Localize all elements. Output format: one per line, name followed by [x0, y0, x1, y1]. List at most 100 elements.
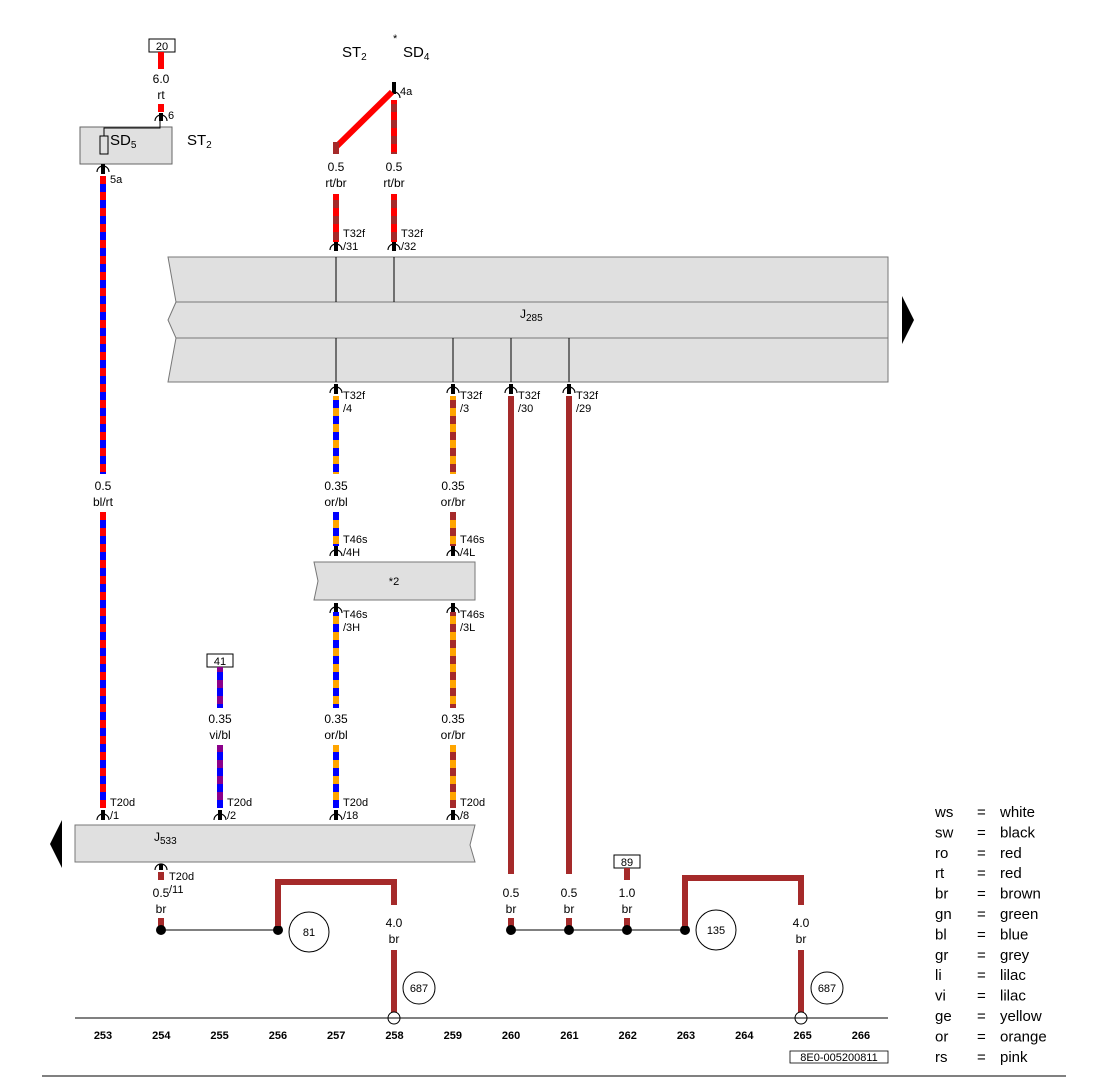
ground-135-circle	[695, 909, 737, 951]
legend-abbr: ro	[935, 845, 948, 862]
legend-name: lilac	[1000, 988, 1026, 1005]
wire-vibl-color: vi/bl	[209, 728, 230, 742]
connector-t32f-3	[446, 384, 460, 394]
pin-t20d-1b: /1	[110, 810, 119, 822]
ground-81-circle	[288, 911, 330, 953]
legend-abbr: ge	[935, 1008, 952, 1025]
wire-br260-color: br	[506, 902, 517, 916]
splice-262	[622, 925, 632, 935]
legend-name: black	[1000, 824, 1036, 841]
pin-t32f-4a: T32f	[343, 390, 366, 402]
axis-label: 266	[852, 1030, 870, 1042]
legend-equals: =	[977, 926, 986, 943]
wire-br-loop-81	[275, 879, 397, 926]
pin-t32f-31a: T32f	[343, 228, 366, 240]
wire-rtbr1-stub	[333, 142, 339, 154]
wire-rtbr2-top	[391, 100, 397, 154]
legend-name: yellow	[1000, 1008, 1042, 1025]
sd4-label: SD4	[403, 44, 430, 63]
wire-br261-color: br	[564, 902, 575, 916]
pin-t32f-32a: T32f	[401, 228, 424, 240]
legend-name: red	[1000, 865, 1022, 882]
pin-t46s-4hb: /4H	[343, 547, 360, 559]
wire-orbr2-color: or/br	[441, 728, 466, 742]
wire-orbr2-upper	[450, 612, 456, 708]
wire-orbr1-color: or/br	[441, 495, 466, 509]
splice-254	[156, 925, 166, 935]
legend-equals: =	[977, 1028, 986, 1045]
wire-rtbr2-size: 0.5	[386, 160, 403, 174]
pin-t32f-31b: /31	[343, 241, 358, 253]
pin-t46s-3ha: T46s	[343, 609, 368, 621]
j533-label: J533	[154, 830, 177, 847]
module2-label: *2	[389, 576, 399, 588]
connector-t32f-32	[387, 242, 401, 251]
wire-orbr1-lower	[450, 512, 456, 546]
splice-256	[273, 925, 283, 935]
wire-rtbr1-color: rt/br	[325, 176, 346, 190]
wire-br254-lower	[158, 918, 164, 928]
connector-t32f-31	[329, 242, 343, 251]
pin-t46s-3hb: /3H	[343, 622, 360, 634]
connector-pin-6	[154, 113, 168, 122]
legend-abbr: rt	[935, 865, 945, 882]
wire-rtbr2-lower	[391, 194, 397, 242]
legend-equals: =	[977, 824, 986, 841]
pin-t20d-2a: T20d	[227, 797, 252, 809]
wire-blrt-lower	[100, 512, 106, 808]
pin-t32f-32b: /32	[401, 241, 416, 253]
pin-t32f-30b: /30	[518, 403, 533, 415]
pin-4a: 4a	[400, 86, 413, 98]
legend-equals: =	[977, 1008, 986, 1025]
connector-t46s-3l	[446, 603, 460, 614]
wire-orbl2-lower	[333, 745, 339, 808]
doc-code-box	[789, 1050, 889, 1064]
axis-label: 259	[444, 1030, 462, 1042]
wire-br258-size: 4.0	[386, 916, 403, 930]
connector-t46s-4l	[446, 546, 460, 557]
pin-t32f-3a: T32f	[460, 390, 483, 402]
wire-br254-size: 0.5	[153, 886, 170, 900]
wire-br258-color: br	[389, 932, 400, 946]
wire-vibl-size: 0.35	[208, 712, 232, 726]
wire-blrt-upper	[100, 176, 106, 474]
legend-name: pink	[1000, 1049, 1028, 1066]
legend-abbr: li	[935, 967, 942, 984]
wire-rt-size: 6.0	[153, 72, 170, 86]
connector-t20d-1	[96, 810, 110, 821]
pin-t20d-18a: T20d	[343, 797, 368, 809]
axis-label: 265	[793, 1030, 811, 1042]
fuse-holder-st2: SD5 ST2	[79, 116, 212, 165]
legend-name: green	[1000, 906, 1038, 923]
legend-name: blue	[1000, 926, 1028, 943]
axis-label: 256	[269, 1030, 287, 1042]
pin-t20d-1a: T20d	[110, 797, 135, 809]
pin-t20d-8b: /8	[460, 810, 469, 822]
connector-t32f-4	[329, 384, 343, 394]
wire-br262-upper	[624, 868, 630, 880]
wire-orbl2-upper	[333, 612, 339, 708]
legend-abbr: rs	[935, 1049, 948, 1066]
splice-263	[680, 925, 690, 935]
wire-br262-stub	[624, 918, 630, 928]
connector-t20d-8	[446, 810, 460, 821]
wire-rtbr1-lower	[333, 194, 339, 242]
wire-br-260-long	[508, 396, 514, 874]
legend-abbr: gr	[935, 947, 948, 964]
ref-41: 41	[214, 656, 226, 668]
star-mark: *	[393, 33, 398, 45]
axis-label: 257	[327, 1030, 345, 1042]
wire-br254-stub	[158, 872, 164, 880]
pin-t46s-3la: T46s	[460, 609, 485, 621]
connector-t20d-18	[329, 810, 343, 821]
wire-br261-stub	[566, 918, 572, 928]
wire-br-261-long	[566, 396, 572, 874]
legend-equals: =	[977, 804, 986, 821]
wire-br262-color: br	[622, 902, 633, 916]
wire-rt-bottom	[158, 104, 164, 112]
axis-label: 253	[94, 1030, 112, 1042]
wire-rt-color: rt	[157, 88, 165, 102]
wire-orbr1-size: 0.35	[441, 479, 465, 493]
wire-br260-stub	[508, 918, 514, 928]
